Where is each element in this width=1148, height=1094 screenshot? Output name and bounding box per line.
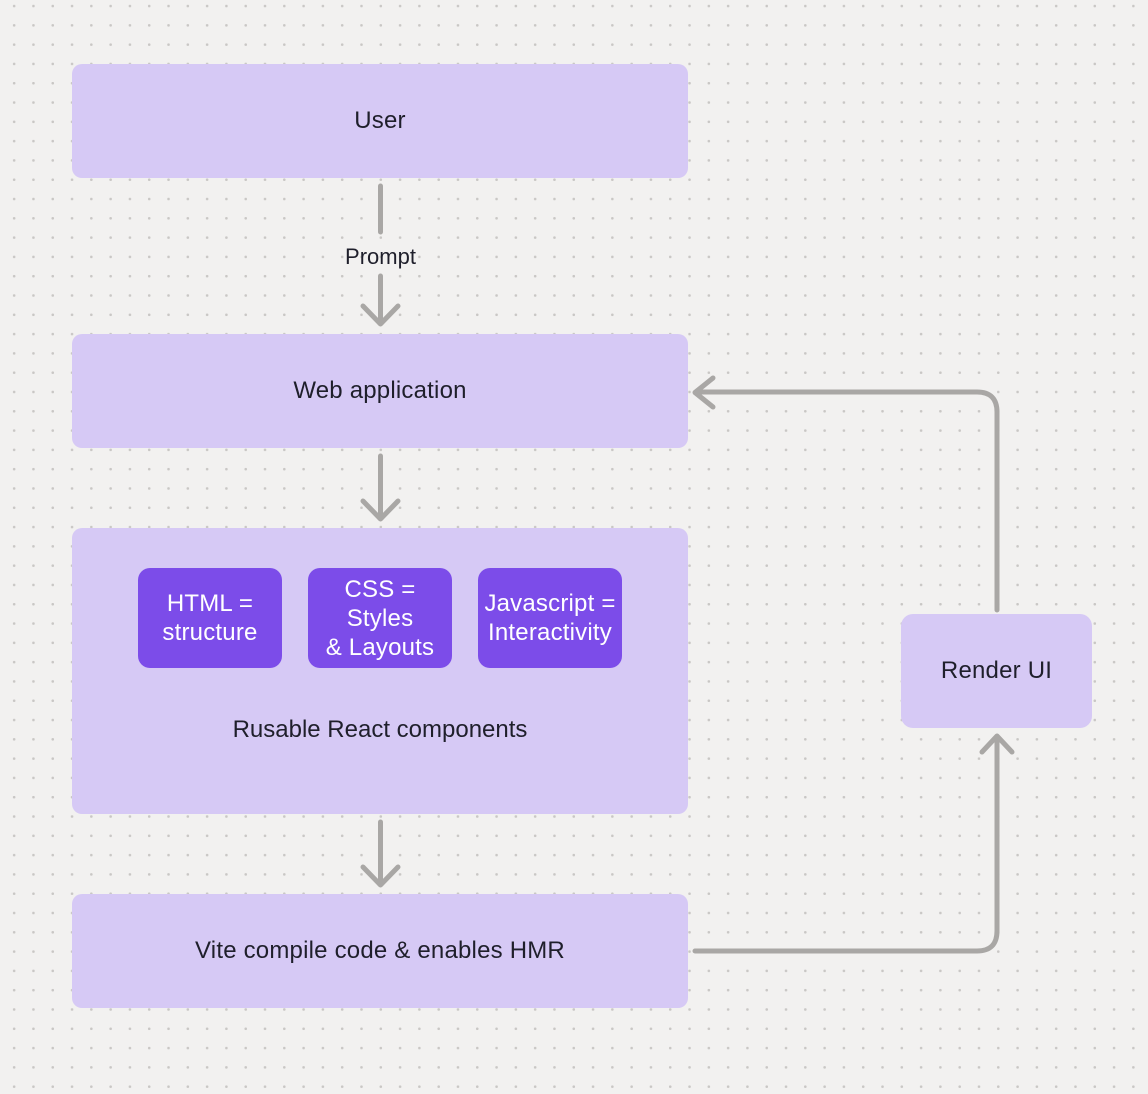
edge-label-prompt-text: Prompt (345, 244, 416, 269)
node-render-ui-label: Render UI (940, 657, 1053, 684)
node-user-label: User (354, 107, 406, 134)
arrowhead-down-icon[interactable] (360, 864, 401, 888)
edge-line[interactable] (698, 389, 1000, 613)
node-render-ui[interactable]: Render UI (901, 614, 1092, 728)
arrowhead-left-icon[interactable] (692, 375, 716, 410)
edge-components-to-vite[interactable] (360, 819, 401, 888)
edge-vite-to-renderui[interactable] (692, 733, 1015, 954)
edge-webapp-to-components[interactable] (360, 453, 401, 522)
edge-label-prompt[interactable]: Prompt (300, 243, 461, 271)
node-components-container[interactable]: HTML = structure CSS = Styles & Layouts … (72, 528, 688, 814)
node-javascript[interactable]: Javascript = Interactivity (478, 568, 622, 668)
edge-line[interactable] (692, 737, 1000, 954)
node-css[interactable]: CSS = Styles & Layouts (308, 568, 452, 668)
arrowhead-up-icon[interactable] (979, 733, 1015, 755)
node-vite[interactable]: Vite compile code & enables HMR (72, 894, 688, 1008)
node-html[interactable]: HTML = structure (138, 568, 282, 668)
node-web-application[interactable]: Web application (72, 334, 688, 448)
node-web-application-label: Web application (293, 377, 467, 404)
node-vite-label: Vite compile code & enables HMR (195, 937, 565, 964)
edge-user-to-webapp[interactable] (360, 183, 401, 327)
arrowhead-down-icon[interactable] (360, 303, 401, 327)
node-css-label: CSS = Styles & Layouts (325, 575, 435, 661)
node-components-label: Rusable React components (232, 716, 528, 743)
node-javascript-label: Javascript = Interactivity (484, 590, 616, 646)
edge-renderui-to-webapp[interactable] (692, 375, 1000, 613)
node-html-label: HTML = structure (162, 590, 258, 646)
arrowhead-down-icon[interactable] (360, 498, 401, 522)
node-user[interactable]: User (72, 64, 688, 178)
